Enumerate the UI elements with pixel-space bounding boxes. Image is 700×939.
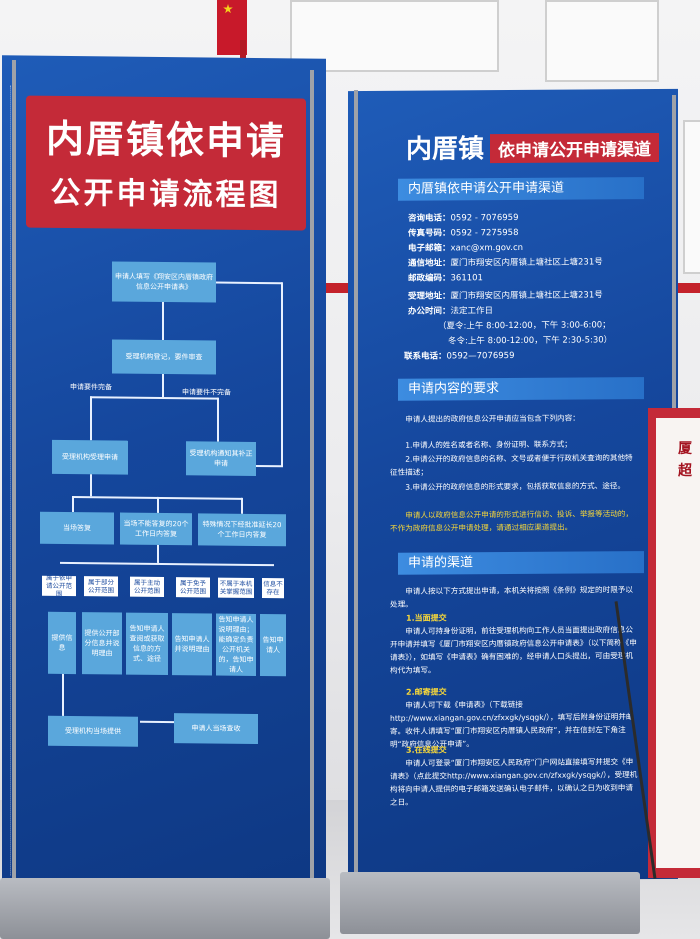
wall-frame [545, 0, 659, 82]
channels-intro: 申请人按以下方式提出申请，本机关将按照《条例》规定的时限予以处理。 [390, 585, 633, 609]
info-value: 0592—7076959 [446, 350, 515, 362]
section-content-requirements: 申请内容的要求 [398, 377, 644, 401]
banner-title-box: 内厝镇依申请 公开申请流程图 [26, 95, 306, 231]
edge-banner-char: 厦 [678, 441, 692, 457]
partial-edge-banner: 厦 超 [648, 408, 700, 878]
edge-banner-char: 超 [678, 463, 692, 479]
category-label: 属于部分公开范围 [84, 576, 118, 597]
flow-loop-line [216, 281, 282, 285]
reply-on-spot: 当场答复 [40, 511, 114, 545]
req-item-3: 3.申请公开的政府信息的形式要求，包括获取信息的方式、途径。 [405, 481, 626, 492]
info-value: 0592 - 7275958 [450, 227, 519, 239]
info-key: 办公时间： [408, 306, 451, 317]
flow-step-accept: 受理机构受理申请 [52, 439, 128, 475]
info-value: 法定工作日 [450, 306, 494, 317]
reply-20-days: 当场不能答复的20个工作日内答复 [120, 512, 192, 546]
info-value: 0592 - 7076959 [450, 212, 519, 224]
info-key: 电子邮箱： [408, 243, 451, 254]
flow-loop-line [254, 464, 283, 468]
req-warning: 申请人以政府信息公开申请的形式进行信访、投诉、举报等活动的，不作为政府信息公开申… [390, 509, 633, 533]
channel-3-text: 申请人可登录“厦门市翔安区人民政府”门户网站直接填写并提交《申请表》（点此提交h… [390, 757, 638, 807]
flow-arrow [217, 397, 219, 442]
flow-split [60, 561, 274, 567]
info-key: 受理地址： [408, 291, 451, 302]
hours-summer: （夏令:上午 8:00-12:00，下午 3:00-6:00； [438, 320, 611, 332]
channel-1-text: 申请人可持身份证明，前往受理机构向工作人员当面提出政府信息公开申请并填写《厦门市… [390, 625, 637, 675]
banner-title-line2: 公开申请流程图 [50, 175, 282, 214]
req-intro: 申请人提出的政府信息公开申请应当包含下列内容： [405, 413, 580, 424]
stand-pole [310, 70, 314, 880]
stand-base [340, 872, 640, 934]
info-value: 厦门市翔安区内厝镇上塘社区上塘231号 [450, 290, 603, 302]
final-receive: 申请人当场查收 [174, 713, 258, 744]
info-row-fax: 传真号码：0592 - 7275958 [408, 227, 518, 241]
header-town-name: 内厝镇 [406, 134, 485, 165]
result-box: 告知申请人查阅或获取信息的方式、途径 [126, 612, 168, 676]
info-row-hours: 办公时间：法定工作日 [408, 305, 493, 319]
stand-pole [354, 90, 358, 880]
info-row-postcode: 邮政编码：361101 [408, 272, 483, 286]
info-row-email: 电子邮箱：xanc@xm.gov.cn [408, 242, 523, 256]
req-item-2: 2.申请公开的政府信息的名称、文号或者便于行政机关查询的其他特征性描述； [390, 453, 633, 477]
flow-step-register: 受理机构登记，要件审查 [112, 339, 216, 375]
category-label: 属于依申请公开范围 [42, 574, 76, 598]
flow-step-correct: 受理机构通知其补正申请 [186, 441, 256, 476]
flow-arrow [62, 673, 64, 716]
flow-arrow [90, 474, 92, 497]
flow-loop-line [281, 282, 283, 467]
stand-base [0, 878, 330, 939]
req-item-1: 1.申请人的姓名或者名称、身份证明、联系方式； [405, 439, 572, 450]
channel-3-title: 3.在线提交 [406, 745, 447, 755]
flow-arrow [140, 720, 174, 724]
flow-arrow [157, 544, 159, 563]
info-value: 厦门市翔安区内厝镇上塘社区上塘231号 [450, 257, 603, 269]
channel-1-title: 1.当面提交 [406, 613, 447, 623]
channel-2-text: 申请人可下载《申请表》（下载链接http://www.xiangan.gov.c… [390, 699, 634, 749]
flow-step-apply: 申请人填写《翔安区内厝镇政府信息公开申请表》 [112, 261, 216, 303]
section-channels: 申请的渠道 [398, 551, 644, 575]
flow-arrow [72, 496, 74, 513]
application-channel-banner: 内厝镇 依申请公开申请渠道 内厝镇依申请公开申请渠道 咨询电话：0592 - 7… [348, 88, 678, 882]
category-label: 属于主动公开范围 [130, 576, 164, 597]
flow-arrow [90, 396, 92, 441]
flow-arrow [241, 497, 243, 514]
result-box: 告知申请人说明理由；能确定负责公开机关的，告知申请人 [216, 613, 256, 676]
branch-label-incomplete: 申请要件不完备 [182, 388, 231, 397]
branch-label-complete: 申请要件完备 [70, 383, 112, 392]
wall-frame [683, 120, 700, 274]
flag-pole [240, 40, 246, 70]
final-provide: 受理机构当场提供 [48, 715, 138, 747]
info-row-contact: 联系电话：0592—7076959 [404, 350, 515, 364]
info-key: 联系电话： [404, 351, 447, 362]
info-row-accept-address: 受理地址：厦门市翔安区内厝镇上塘社区上塘231号 [408, 289, 603, 303]
info-value: xanc@xm.gov.cn [450, 242, 524, 254]
info-row-address: 通信地址：厦门市翔安区内厝镇上塘社区上塘231号 [408, 256, 603, 270]
stand-pole [12, 60, 16, 880]
result-box: 告知申请人并说明理由 [172, 613, 212, 676]
section-channel-info: 内厝镇依申请公开申请渠道 [398, 177, 644, 201]
info-row-phone: 咨询电话：0592 - 7076959 [408, 212, 518, 226]
category-label: 属于免予公开范围 [176, 577, 210, 598]
info-value: 361101 [450, 273, 483, 284]
banner-title-line1: 内厝镇依申请 [45, 116, 286, 164]
category-label: 信息不存在 [262, 578, 284, 599]
result-box: 提供公开部分信息并说明理由 [82, 612, 122, 675]
flow-arrow [157, 496, 159, 513]
reply-extended: 特殊情况下经批准延长20个工作日内答复 [198, 513, 286, 547]
info-key: 传真号码： [408, 228, 451, 239]
flow-arrow [162, 373, 164, 398]
result-box: 提供信息 [48, 611, 76, 675]
category-label: 不属于本机关掌握范围 [218, 577, 254, 598]
info-key: 通信地址： [408, 258, 451, 269]
info-key: 邮政编码： [408, 273, 451, 284]
flow-arrow [162, 301, 164, 340]
hours-winter: 冬令:上午 8:00-12:00，下午 2:30-5:30） [448, 335, 613, 347]
header-red-title: 依申请公开申请渠道 [490, 132, 659, 164]
process-flowchart-banner: 内厝镇依申请 公开申请流程图 申请人填写《翔安区内厝镇政府信息公开申请表》 受理… [2, 55, 326, 895]
result-box: 告知申请人 [260, 614, 286, 677]
channel-2-title: 2.邮寄提交 [406, 687, 447, 697]
info-key: 咨询电话： [408, 213, 451, 224]
edge-banner-panel [656, 418, 700, 868]
